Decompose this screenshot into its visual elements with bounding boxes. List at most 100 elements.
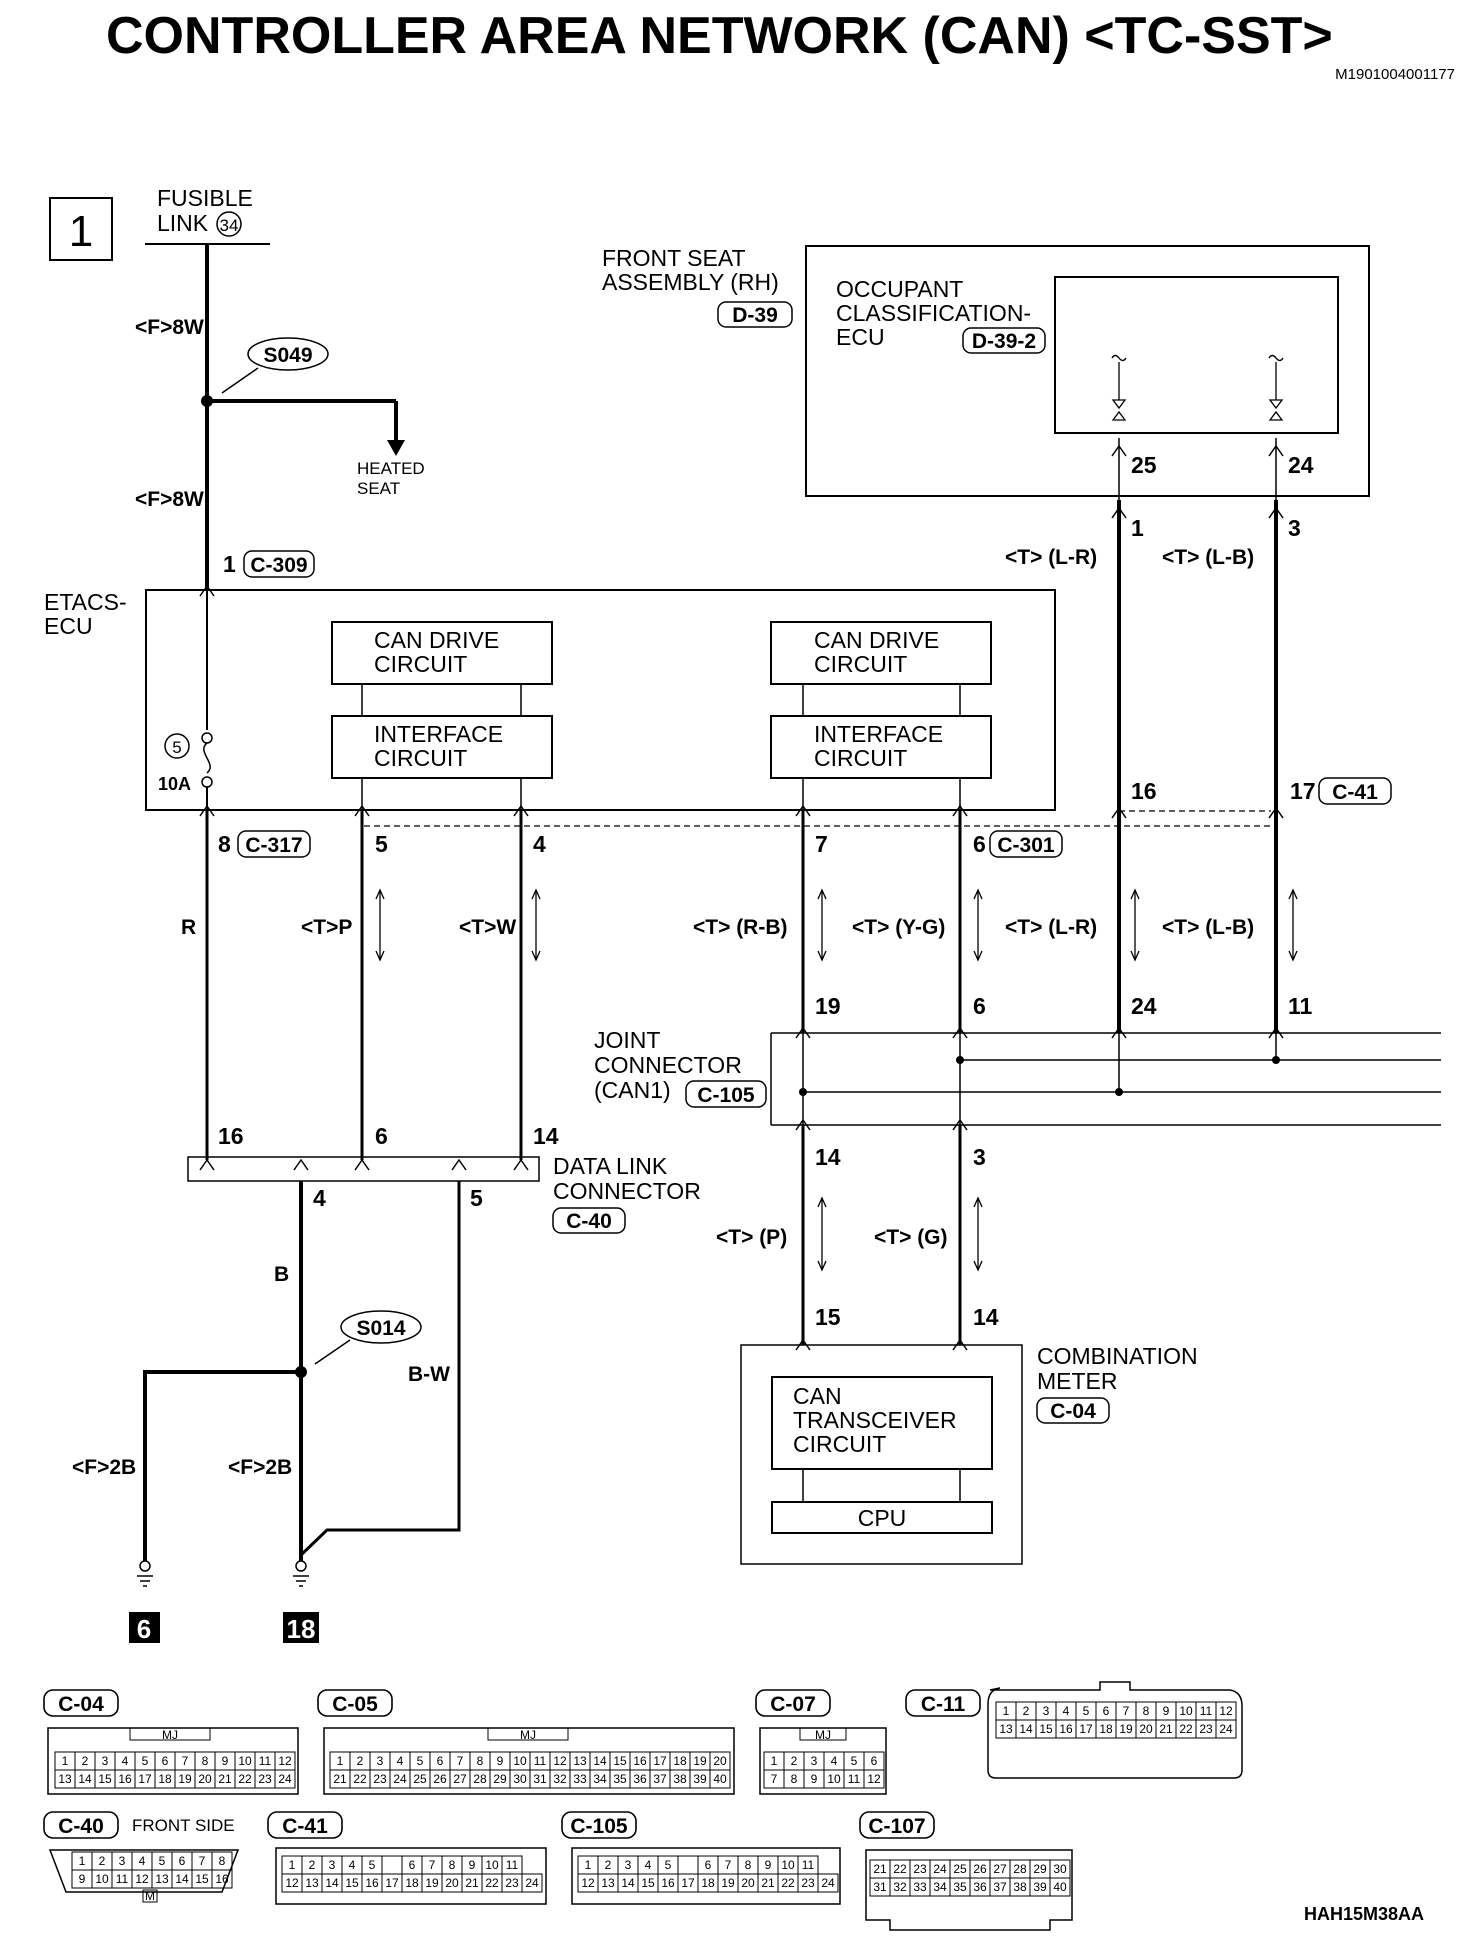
cv-c07-mj: MJ bbox=[815, 1728, 831, 1742]
cv-c04-pin: 16 bbox=[118, 1772, 132, 1786]
cv-c04-pin: 8 bbox=[202, 1754, 209, 1768]
cv-c105-body bbox=[571, 1847, 841, 1905]
terminal-mark-7 bbox=[1268, 444, 1284, 457]
connector-ref-d39-box bbox=[717, 301, 793, 328]
cv-c105-pin: 7 bbox=[725, 1858, 732, 1872]
cv-c05-pin: 6 bbox=[437, 1754, 444, 1768]
terminal-mark-5 bbox=[952, 804, 968, 817]
comm-arrow-up-3 bbox=[973, 888, 983, 900]
cv-c05-mj: MJ bbox=[520, 1728, 536, 1742]
terminal-mark-21 bbox=[354, 1158, 370, 1171]
cv-c41-pin: 9 bbox=[469, 1858, 476, 1872]
cv-c11-pin: 10 bbox=[1179, 1704, 1193, 1718]
terminal-mark-22 bbox=[513, 1158, 529, 1171]
cv-c04-pin: 4 bbox=[122, 1754, 129, 1768]
cv-c40-pin: 3 bbox=[119, 1854, 126, 1868]
terminal-mark-11 bbox=[1268, 806, 1284, 819]
cv-c07-key bbox=[799, 1727, 847, 1741]
cv-c11-pin: 22 bbox=[1179, 1722, 1193, 1736]
fusible-link-number-circle bbox=[216, 211, 242, 237]
cv-c05-pin: 21 bbox=[333, 1772, 347, 1786]
cv-c07-pin: 3 bbox=[811, 1754, 818, 1768]
cv-c11-pin: 14 bbox=[1019, 1722, 1033, 1736]
cv-c40-pin: 1 bbox=[79, 1854, 86, 1868]
comm-arrow-down-2 bbox=[817, 950, 827, 962]
cv-c107-pin: 31 bbox=[873, 1880, 887, 1894]
front-seat-assembly-box bbox=[805, 245, 1370, 497]
cv-c105-pin: 4 bbox=[645, 1858, 652, 1872]
cv-c04-pin: 15 bbox=[98, 1772, 112, 1786]
cv-c11-pin: 24 bbox=[1219, 1722, 1233, 1736]
cv-c05-pin: 23 bbox=[373, 1772, 387, 1786]
cpu-label: CPU bbox=[858, 1505, 907, 1531]
cv-c41-pin: 22 bbox=[485, 1876, 499, 1890]
cv-c107-pin: 26 bbox=[973, 1862, 987, 1876]
cv-c107-pin: 38 bbox=[1013, 1880, 1027, 1894]
cv-c05-pin: 7 bbox=[457, 1754, 464, 1768]
ecu-arrow-right-up bbox=[1268, 399, 1284, 410]
cv-c05-cell bbox=[709, 1769, 731, 1789]
cv-c41-pin: 14 bbox=[325, 1876, 339, 1890]
pin-25: 25 bbox=[1131, 452, 1157, 478]
cv-c107-label: C-107 bbox=[868, 1815, 925, 1838]
cv-c107-pin: 21 bbox=[873, 1862, 887, 1876]
cv-c05-pin: 35 bbox=[613, 1772, 627, 1786]
fuse-terminal-bottom bbox=[201, 776, 213, 788]
cv-c05-pin: 27 bbox=[453, 1772, 467, 1786]
cv-c11-pin: 20 bbox=[1139, 1722, 1153, 1736]
page-number: 1 bbox=[69, 207, 93, 256]
terminal-mark-2 bbox=[354, 804, 370, 817]
cv-c40-pin: 13 bbox=[155, 1872, 169, 1886]
cv-c11-pin: 5 bbox=[1083, 1704, 1090, 1718]
can-drive-a-label-2: CIRCUIT bbox=[374, 651, 467, 677]
cv-c41-pin: 21 bbox=[465, 1876, 479, 1890]
joint-dot-1 bbox=[799, 1088, 807, 1096]
cv-c05-pin: 32 bbox=[553, 1772, 567, 1786]
pin-3-right: 3 bbox=[1288, 515, 1301, 541]
cv-c105-pin: 8 bbox=[745, 1858, 752, 1872]
wire-bw bbox=[299, 1181, 461, 1557]
interface-circuit-a bbox=[331, 715, 553, 779]
comm-arrow-down-7 bbox=[973, 1260, 983, 1272]
wire-label-f2b-right: <F>2B bbox=[228, 1456, 292, 1479]
pin-5-dlc: 5 bbox=[470, 1185, 483, 1211]
pin-14-joint: 14 bbox=[815, 1144, 841, 1170]
cv-c107-pin: 25 bbox=[953, 1862, 967, 1876]
cv-c41-pin: 7 bbox=[429, 1858, 436, 1872]
front-seat-label-2: ASSEMBLY (RH) bbox=[602, 269, 779, 295]
cv-c11-pin: 8 bbox=[1143, 1704, 1150, 1718]
pin-8: 8 bbox=[218, 831, 231, 857]
cv-c04-pin: 24 bbox=[278, 1772, 292, 1786]
cv-c40-pin: 16 bbox=[215, 1872, 229, 1886]
cv-c105-pin: 18 bbox=[701, 1876, 715, 1890]
combo-label-2: METER bbox=[1037, 1368, 1118, 1394]
cv-c40-pin: 11 bbox=[116, 1872, 129, 1886]
front-seat-label-1: FRONT SEAT bbox=[602, 245, 746, 271]
fuse-number: 5 bbox=[172, 738, 181, 757]
can-trans-label-1: CAN bbox=[793, 1383, 842, 1409]
cv-c07-pin: 12 bbox=[867, 1772, 881, 1786]
cv-c41-cell bbox=[521, 1873, 543, 1893]
cv-c05-pin: 31 bbox=[533, 1772, 547, 1786]
terminal-mark-23 bbox=[293, 1158, 309, 1171]
splice-s014-leader bbox=[314, 1339, 351, 1365]
pin-6-c301: 6 bbox=[973, 831, 986, 857]
splice-s014-label: S014 bbox=[356, 1317, 405, 1340]
ecu-arrow-left-down bbox=[1111, 410, 1127, 421]
fuse-rating: 10A bbox=[158, 774, 191, 794]
page-number-box bbox=[49, 197, 113, 261]
interface-a-label-1: INTERFACE bbox=[374, 721, 503, 747]
fusible-link-number: 34 bbox=[220, 216, 239, 235]
wire-label-tp2: <T> (P) bbox=[716, 1226, 787, 1249]
comm-arrow-up-5 bbox=[1288, 888, 1298, 900]
cv-c07-label: C-07 bbox=[770, 1693, 816, 1716]
splice-s049-oval bbox=[247, 337, 329, 371]
cv-c05-pin: 28 bbox=[473, 1772, 487, 1786]
cv-c40-pin: 4 bbox=[139, 1854, 146, 1868]
comm-arrow-up-2 bbox=[817, 888, 827, 900]
pin-4-dlc: 4 bbox=[313, 1185, 326, 1211]
diagram-title: CONTROLLER AREA NETWORK (CAN) <TC-SST> bbox=[106, 7, 1333, 65]
cv-c107-pin: 29 bbox=[1033, 1862, 1047, 1876]
cv-c40-pin: 5 bbox=[159, 1854, 166, 1868]
cv-c11-cell bbox=[1215, 1719, 1237, 1739]
